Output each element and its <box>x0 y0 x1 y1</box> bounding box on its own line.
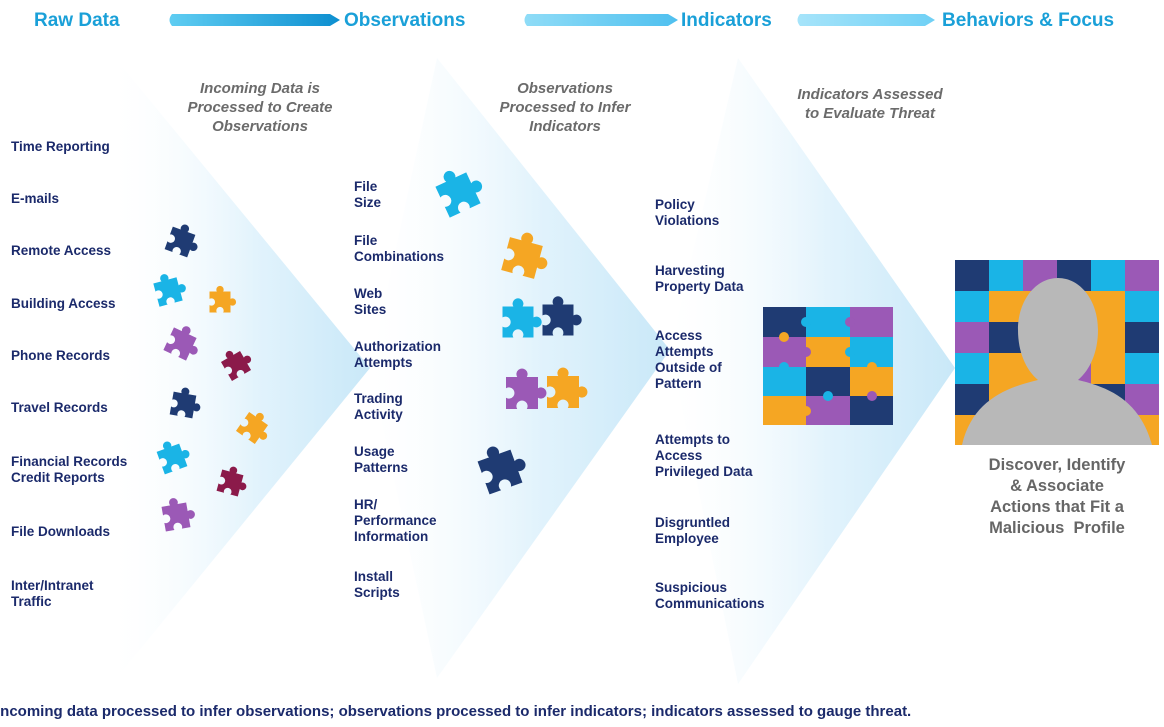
profile-caption-line: & Associate <box>1010 477 1104 495</box>
profile-image <box>955 260 1159 445</box>
raw-data-item: Time Reporting <box>11 139 110 154</box>
caption-line: Observations <box>212 118 308 135</box>
caption-line: Indicators <box>529 118 601 135</box>
raw-data-item: Phone Records <box>11 348 111 363</box>
puzzle-mosaic <box>763 307 893 425</box>
connector-arrow-1 <box>169 14 340 26</box>
caption-line: Processed to Infer <box>499 99 631 116</box>
caption-line: to Evaluate Threat <box>804 105 936 122</box>
profile-caption-line: Malicious Profile <box>989 519 1125 537</box>
caption-inference: Observations Processed to Infer Indicato… <box>470 79 660 136</box>
profile-caption-line: Actions that Fit a <box>990 498 1124 516</box>
profile-caption: Discover, Identify & Associate Actions t… <box>952 455 1162 539</box>
caption-line: Incoming Data is <box>199 80 321 97</box>
footer-summary: Incoming data processed to infer observa… <box>0 703 912 720</box>
arrow-observations <box>370 58 670 678</box>
header-raw-data: Raw Data <box>34 10 120 31</box>
raw-data-item: File Downloads <box>11 524 111 539</box>
header-indicators: Indicators <box>681 10 772 31</box>
caption-line: Indicators Assessed <box>797 86 943 103</box>
header-connectors <box>169 14 935 26</box>
connector-arrow-3 <box>797 14 935 26</box>
raw-data-item: E-mails <box>11 191 60 206</box>
header-observations: Observations <box>344 10 466 31</box>
caption-line: Processed to Create <box>187 99 333 116</box>
raw-data-item: Building Access <box>11 296 116 311</box>
raw-data-item: Remote Access <box>11 243 112 258</box>
caption-assessment: Indicators Assessed to Evaluate Threat <box>770 85 970 123</box>
person-silhouette <box>962 278 1152 445</box>
profile-caption-line: Discover, Identify <box>988 456 1126 474</box>
caption-line: Observations <box>517 80 613 97</box>
header-behaviors-focus: Behaviors & Focus <box>942 10 1115 31</box>
caption-processing: Incoming Data is Processed to Create Obs… <box>160 79 360 136</box>
raw-data-item: Travel Records <box>11 400 108 415</box>
connector-arrow-2 <box>524 14 678 26</box>
